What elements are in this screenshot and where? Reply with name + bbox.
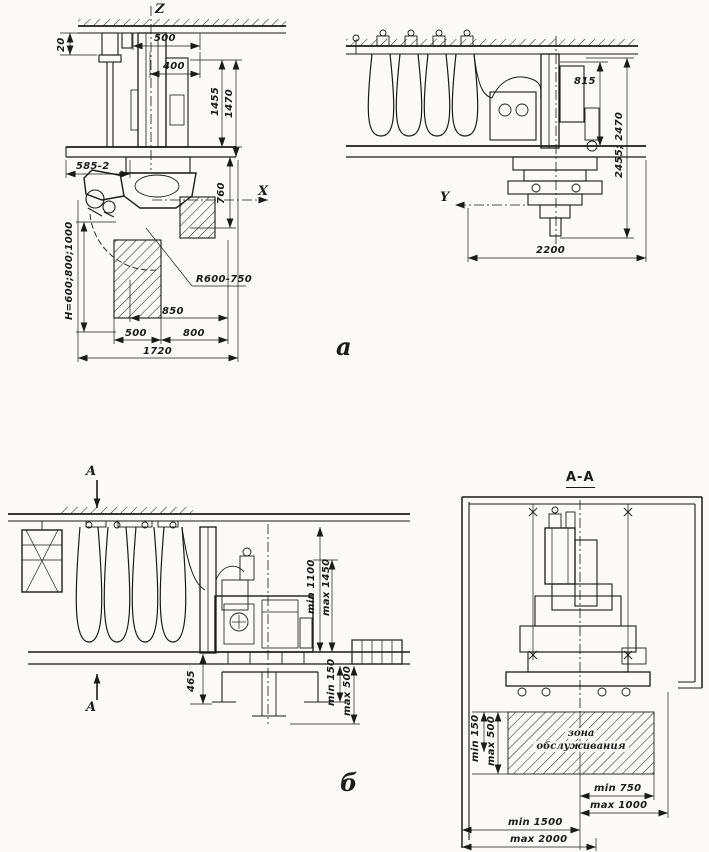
- dim-1720-label: 1720: [143, 346, 173, 357]
- service-zone-label: зона обслуживания: [512, 728, 650, 753]
- dim-500-bottom-label: 500: [125, 328, 147, 339]
- dim-max-500-aa-label: max 500: [486, 715, 497, 766]
- axis-y-label: Y: [440, 190, 450, 205]
- dim-815-label: 815: [574, 76, 596, 87]
- axis-z-label: Z: [155, 2, 165, 17]
- dim-800-label: 800: [183, 328, 205, 339]
- dim-min-150-aa-label: min 150: [470, 714, 481, 762]
- dim-max-500-b-label: max 500: [342, 665, 353, 716]
- figure-label-b: б: [340, 768, 358, 797]
- dim-min-750-label: min 750: [594, 783, 642, 794]
- dim-400-label: 400: [163, 61, 185, 72]
- service-zone-line2: обслуживания: [533, 740, 629, 752]
- section-mark-bottom-label: A: [86, 700, 97, 715]
- view-aa-linework: [461, 496, 703, 848]
- view-a-left-dimensions: [60, 32, 242, 362]
- figure-label-a: а: [336, 332, 352, 361]
- axis-x-label: X: [258, 184, 269, 199]
- view-b-linework: [8, 480, 410, 724]
- view-b-dimensions: [190, 527, 360, 725]
- dim-min-1100-label: min 1100: [306, 559, 317, 614]
- dim-760-label: 760: [216, 182, 227, 204]
- dim-20-label: 20: [56, 37, 67, 52]
- dim-2455-2470-label: 2455; 2470: [614, 111, 625, 178]
- section-title: A-A: [566, 470, 595, 488]
- height-variants-label: H=600;800;1000: [64, 221, 75, 320]
- section-mark-top-label: A: [86, 464, 97, 479]
- dim-585-label: 585-2: [76, 161, 110, 172]
- dim-min-1500-label: min 1500: [508, 817, 563, 828]
- dim-2200-label: 2200: [536, 245, 566, 256]
- service-zone-line1: зона: [564, 728, 598, 739]
- dim-500-top-label: 500: [154, 33, 176, 44]
- radius-callout-label: R600-750: [196, 274, 252, 285]
- dim-max-1450-label: max 1450: [321, 558, 332, 616]
- dim-850-label: 850: [162, 306, 184, 317]
- view-a-right-linework: [346, 29, 646, 246]
- dim-min-150-b-label: min 150: [326, 658, 337, 706]
- dim-max-1000-label: max 1000: [590, 800, 648, 811]
- dim-465-label: 465: [186, 670, 197, 692]
- dim-1470-label: 1470: [224, 88, 235, 118]
- view-a-right-dimensions: [467, 57, 647, 262]
- dim-1455-label: 1455: [210, 86, 221, 116]
- dim-max-2000-label: max 2000: [510, 834, 568, 845]
